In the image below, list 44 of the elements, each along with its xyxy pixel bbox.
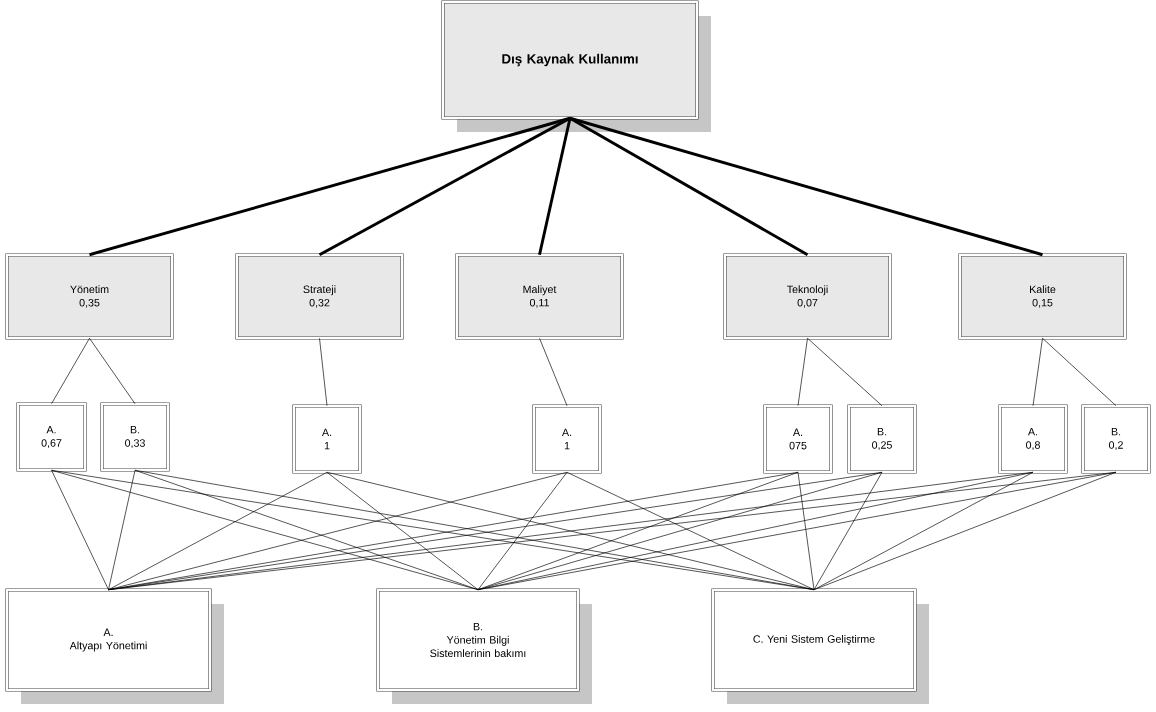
sub-criterion-box: B. 0,33	[100, 402, 170, 472]
sub-criterion-box: A. 0,8	[998, 404, 1068, 474]
criterion-box: Maliyet 0,11	[455, 253, 624, 340]
connector-line	[326, 471, 815, 591]
connector-line	[51, 337, 90, 405]
sub-criterion-box: A. 0,67	[16, 402, 87, 472]
connector-line	[813, 471, 1117, 591]
connector-line	[134, 469, 479, 591]
connector-line	[89, 337, 136, 405]
goal-box: Dış Kaynak Kullanımı	[441, 0, 711, 132]
connector-line	[813, 471, 883, 591]
criterion-box: Teknoloji 0,07	[723, 253, 892, 340]
connector-line	[1042, 337, 1117, 407]
connector-line	[566, 471, 815, 591]
sub-criterion-box: A. 075	[763, 404, 833, 474]
connector-line	[51, 469, 109, 591]
sub-criterion-box: A. 1	[532, 404, 602, 474]
connector-line	[89, 116, 571, 257]
connector-line	[319, 337, 328, 407]
connector-line	[569, 116, 1043, 257]
connector-line	[569, 117, 809, 256]
sub-criterion-box: B. 0,2	[1081, 404, 1151, 474]
criterion-box: Strateji 0,32	[235, 253, 404, 340]
connector-line	[326, 471, 479, 591]
alternative-box: B. Yönetim Bilgi Sistemlerinin bakımı	[376, 588, 592, 704]
alternative-box: C. Yeni Sistem Geliştirme	[711, 588, 929, 704]
connector-line	[108, 471, 328, 591]
connector-line	[318, 116, 571, 256]
criterion-box: Kalite 0,15	[958, 253, 1127, 340]
connector-line	[477, 471, 799, 591]
connector-line	[539, 337, 568, 407]
alternative-box: A. Altyapı Yönetimi	[5, 588, 224, 704]
connector-line	[538, 117, 572, 256]
connector-line	[108, 471, 568, 591]
connector-line	[807, 337, 883, 407]
connector-line	[108, 469, 136, 591]
connector-line	[797, 471, 815, 591]
sub-criterion-box: B. 0,25	[847, 404, 917, 474]
sub-criterion-box: A. 1	[292, 404, 362, 474]
connector-line	[477, 471, 883, 591]
connector-line	[1032, 337, 1043, 407]
connector-line	[797, 337, 808, 407]
criterion-box: Yönetim 0,35	[5, 253, 174, 340]
connector-line	[477, 471, 568, 591]
